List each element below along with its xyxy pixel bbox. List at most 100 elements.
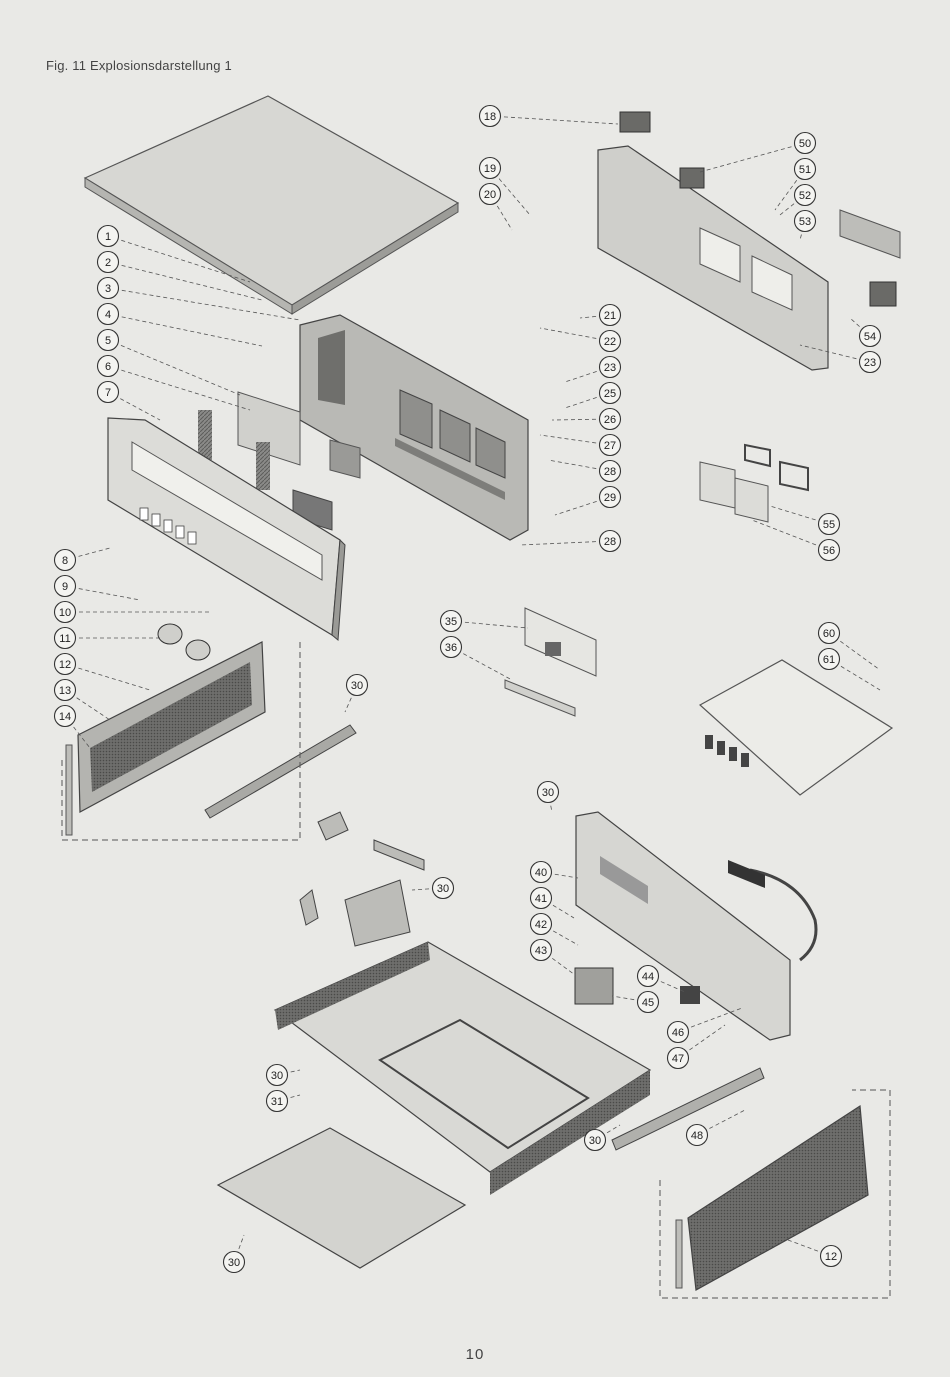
leader-line-6 — [107, 365, 251, 411]
callout-20: 20 — [478, 182, 502, 206]
callout-30: 30 — [265, 1063, 289, 1087]
callout-40: 40 — [529, 860, 553, 884]
callout-28: 28 — [598, 529, 622, 553]
page-number: 10 — [465, 1346, 485, 1363]
callout-27: 27 — [598, 433, 622, 457]
callout-circle — [96, 302, 120, 326]
callout-11: 11 — [53, 626, 77, 650]
leader-line-30 — [411, 887, 444, 891]
callout-label: 12 — [825, 1251, 837, 1263]
leader-line-5 — [107, 339, 241, 396]
callout-circle — [265, 1089, 289, 1113]
callout-circle — [529, 938, 553, 962]
callout-30: 30 — [431, 876, 455, 900]
callout-label: 29 — [604, 492, 616, 504]
leader-line-28 — [519, 540, 611, 546]
callout-3: 3 — [96, 276, 120, 300]
leader-line-30 — [594, 1124, 621, 1141]
callout-35: 35 — [439, 609, 463, 633]
callout-label: 14 — [59, 711, 71, 723]
leader-line-56 — [751, 519, 830, 551]
callout-label: 51 — [799, 164, 811, 176]
leader-line-21 — [579, 314, 611, 319]
leader-line-18 — [489, 115, 619, 125]
callout-circle — [53, 626, 77, 650]
callout-43: 43 — [529, 938, 553, 962]
callout-31: 31 — [265, 1089, 289, 1113]
side-panel-right — [675, 1104, 869, 1291]
callout-circle — [431, 876, 455, 900]
callout-label: 11 — [59, 633, 70, 645]
callout-19: 19 — [478, 156, 502, 180]
leader-line-30 — [233, 1234, 245, 1263]
callout-10: 10 — [53, 600, 77, 624]
callout-5: 5 — [96, 328, 120, 352]
leader-line-52 — [779, 194, 806, 216]
callout-circle — [583, 1128, 607, 1152]
knobs — [157, 623, 211, 661]
callout-44: 44 — [636, 964, 660, 988]
callout-label: 30 — [542, 787, 554, 799]
callout-label: 7 — [105, 387, 111, 399]
callout-circle — [96, 380, 120, 404]
mid-brackets — [299, 811, 425, 947]
callout-label: 13 — [59, 685, 71, 697]
callout-23: 23 — [858, 350, 882, 374]
callout-circle — [439, 609, 463, 633]
callout-circle — [96, 224, 120, 248]
leader-line-36 — [450, 646, 513, 681]
callout-circle — [536, 780, 560, 804]
callout-label: 10 — [59, 607, 71, 619]
callout-label: 26 — [604, 414, 616, 426]
callout-30: 30 — [536, 780, 560, 804]
callout-30: 30 — [345, 673, 369, 697]
callout-36: 36 — [439, 635, 463, 659]
callout-14: 14 — [53, 704, 77, 728]
callout-label: 30 — [271, 1070, 283, 1082]
callout-label: 35 — [445, 616, 457, 628]
callout-circle — [598, 355, 622, 379]
callout-25: 25 — [598, 381, 622, 405]
callout-circle — [598, 407, 622, 431]
callout-46: 46 — [666, 1020, 690, 1044]
callout-8: 8 — [53, 548, 77, 572]
callout-label: 20 — [484, 189, 496, 201]
callout-circle — [222, 1250, 246, 1274]
leader-line-45 — [611, 995, 649, 1003]
leader-line-3 — [107, 287, 301, 321]
callout-12: 12 — [819, 1244, 843, 1268]
callout-circle — [793, 183, 817, 207]
callout-21: 21 — [598, 303, 622, 327]
callout-label: 30 — [351, 680, 363, 692]
callout-circle — [529, 912, 553, 936]
callout-label: 44 — [642, 971, 654, 983]
callout-30: 30 — [222, 1250, 246, 1274]
callout-circle — [598, 459, 622, 483]
transformer — [574, 967, 700, 1005]
front-panel — [107, 417, 346, 642]
callout-label: 12 — [59, 659, 71, 671]
callout-label: 23 — [864, 357, 876, 369]
callout-label: 28 — [604, 536, 616, 548]
callout-label: 30 — [228, 1257, 240, 1269]
callout-label: 23 — [604, 362, 616, 374]
callout-51: 51 — [793, 157, 817, 181]
callout-layer: 1234567891011121314181920212223252627282… — [53, 104, 882, 1274]
callout-label: 25 — [604, 388, 616, 400]
callout-54: 54 — [858, 324, 882, 348]
callout-circle — [817, 647, 841, 671]
callout-48: 48 — [685, 1123, 709, 1147]
rear-panel — [597, 145, 901, 371]
callout-47: 47 — [666, 1046, 690, 1070]
callout-label: 22 — [604, 336, 616, 348]
callout-1: 1 — [96, 224, 120, 248]
leader-line-4 — [107, 313, 263, 347]
callout-circle — [53, 652, 77, 676]
leader-line-2 — [107, 261, 263, 301]
callout-circle — [685, 1123, 709, 1147]
callout-7: 7 — [96, 380, 120, 404]
callout-circle — [53, 600, 77, 624]
callout-circle — [529, 860, 553, 884]
callout-circle — [793, 209, 817, 233]
callout-label: 5 — [105, 335, 111, 347]
